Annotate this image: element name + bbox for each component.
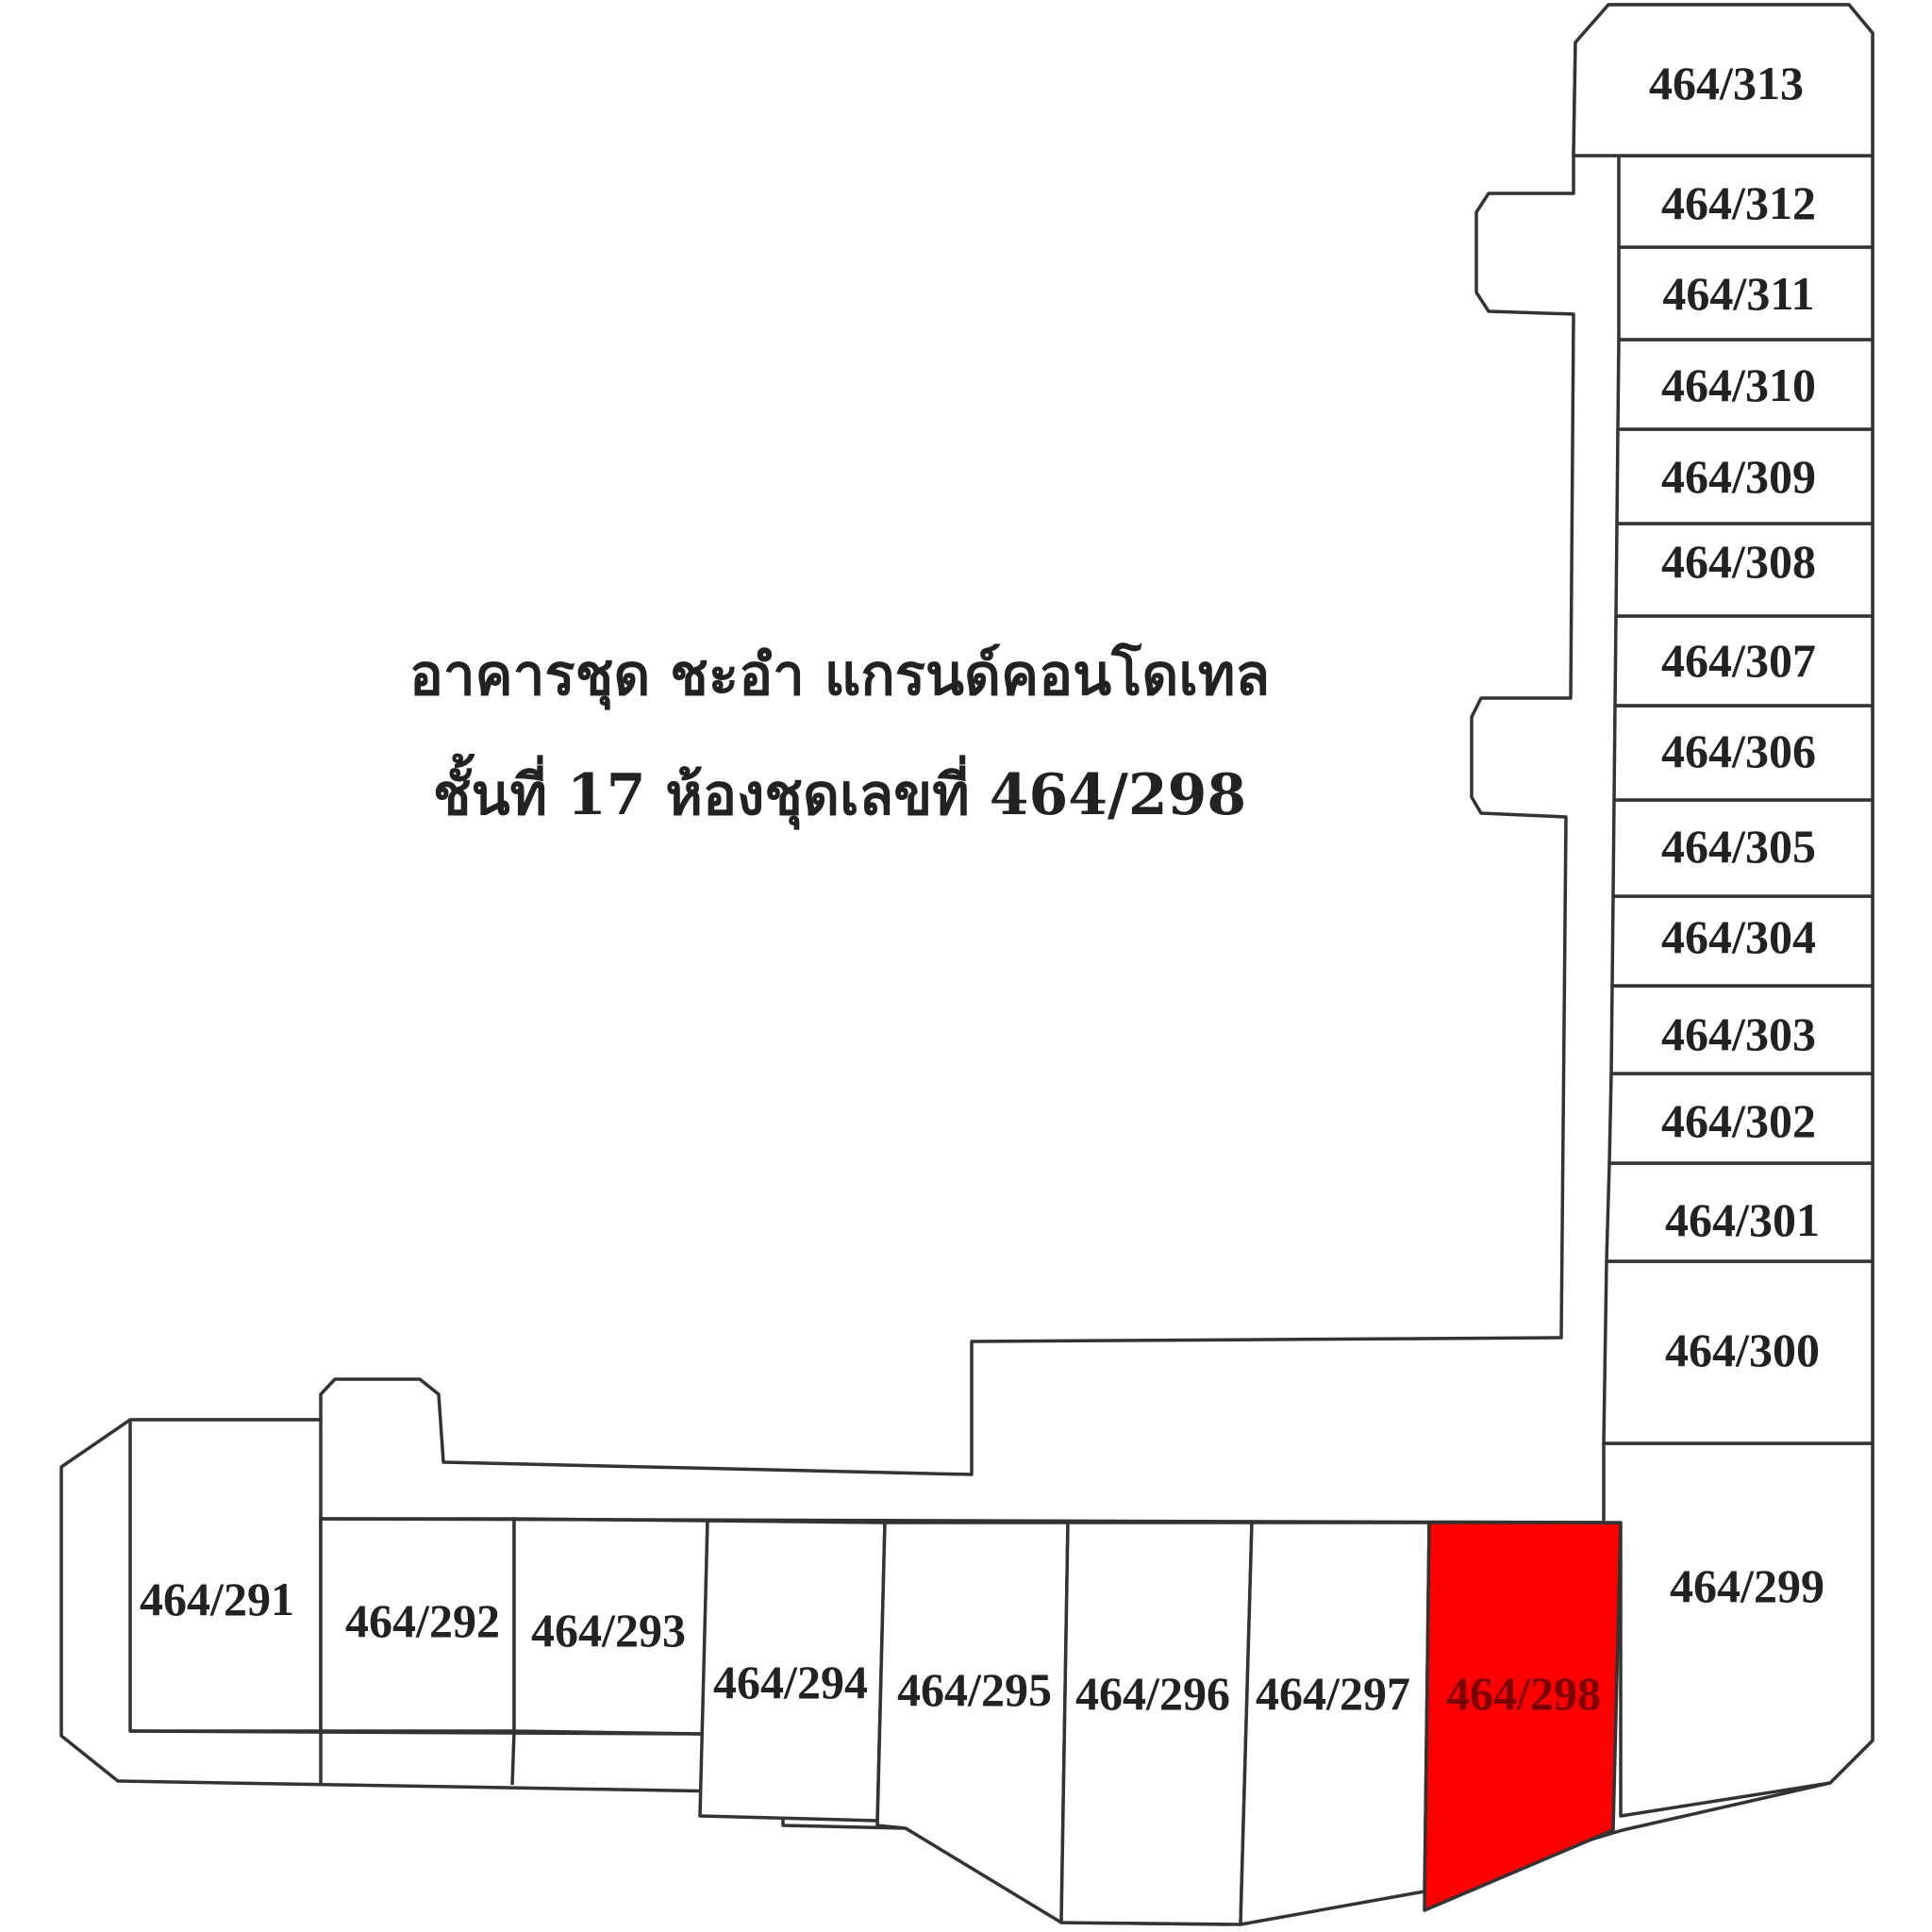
unit-label: 464/291 xyxy=(140,1573,294,1625)
unit-label: 464/301 xyxy=(1665,1193,1820,1246)
unit-464-313[interactable] xyxy=(1572,3,1874,158)
unit-label: 464/313 xyxy=(1649,57,1804,109)
unit-label: 464/299 xyxy=(1670,1559,1824,1612)
unit-label: 464/297 xyxy=(1256,1667,1410,1720)
floor-unit-title: ชั้นที่ 17 ห้องชุดเลขที่ 464/298 xyxy=(432,762,1247,828)
unit-label: 464/294 xyxy=(713,1656,868,1708)
unit-label: 464/295 xyxy=(897,1663,1052,1716)
unit-label: 464/312 xyxy=(1661,176,1816,229)
unit-label: 464/300 xyxy=(1665,1324,1820,1376)
unit-label: 464/293 xyxy=(531,1604,686,1657)
unit-label: 464/292 xyxy=(345,1594,500,1647)
unit-464-297[interactable] xyxy=(1239,1521,1431,1926)
unit-label: 464/308 xyxy=(1661,535,1816,588)
unit-label: 464/305 xyxy=(1661,820,1816,873)
unit-label: 464/311 xyxy=(1662,267,1814,320)
unit-label: 464/304 xyxy=(1661,910,1816,963)
unit-464-295[interactable] xyxy=(875,1521,1070,1924)
unit-label: 464/303 xyxy=(1661,1008,1816,1060)
unit-label: 464/307 xyxy=(1661,634,1816,687)
unit-label-selected: 464/298 xyxy=(1446,1667,1601,1720)
wall-line xyxy=(320,1517,1622,1524)
unit-464-299[interactable] xyxy=(1602,1441,1874,1818)
unit-label: 464/302 xyxy=(1661,1094,1816,1147)
building-title: อาคารชุด ชะอำ แกรนด์คอนโดเทล xyxy=(408,642,1271,708)
unit-label: 464/309 xyxy=(1661,450,1816,503)
unit-label: 464/306 xyxy=(1661,724,1816,777)
wall-line xyxy=(129,1729,704,1736)
wall-line xyxy=(510,1730,516,1786)
unit-464-296[interactable] xyxy=(1059,1521,1254,1926)
unit-label: 464/296 xyxy=(1075,1667,1230,1720)
unit-label: 464/310 xyxy=(1661,358,1816,411)
